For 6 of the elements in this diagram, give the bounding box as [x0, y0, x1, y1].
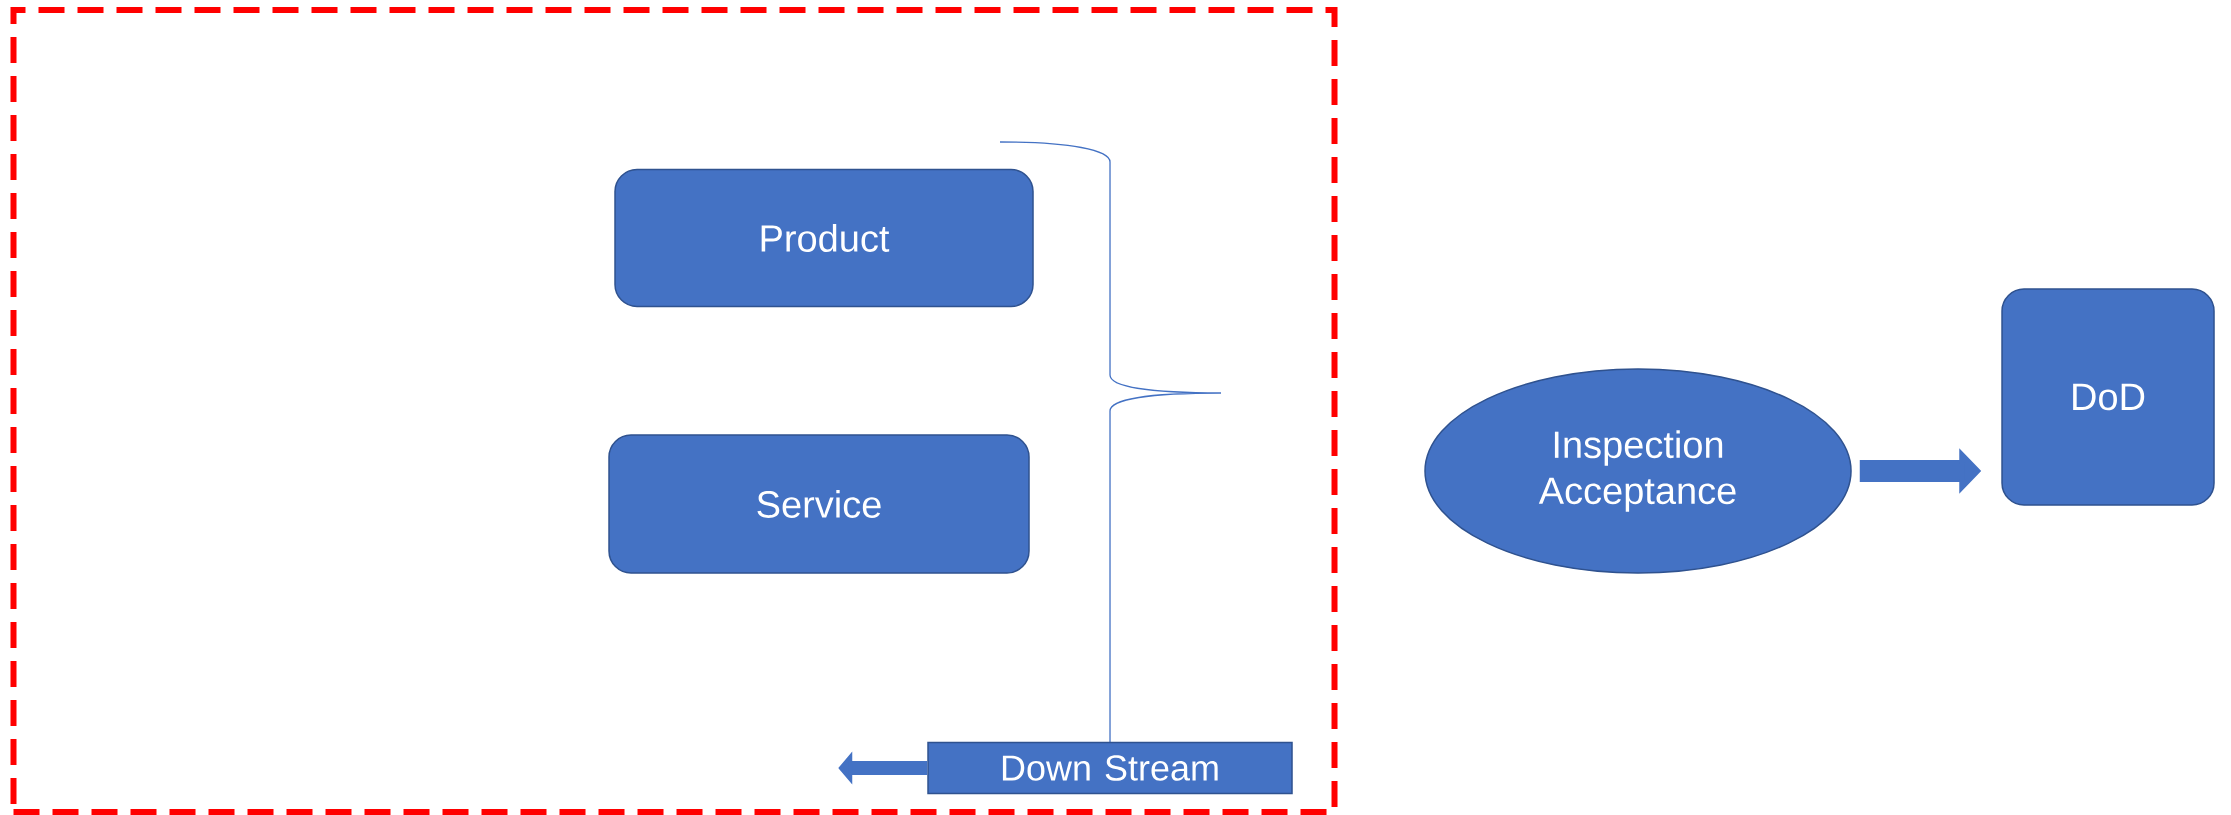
rounded-box: Product — [614, 168, 1034, 308]
label-box: Down Stream — [927, 741, 1293, 795]
rounded-box: DoD — [2001, 288, 2215, 506]
dashed-region — [10, 7, 1338, 815]
ellipse-node: Inspection Acceptance — [1424, 368, 1852, 574]
rounded-box: Service — [608, 434, 1030, 574]
